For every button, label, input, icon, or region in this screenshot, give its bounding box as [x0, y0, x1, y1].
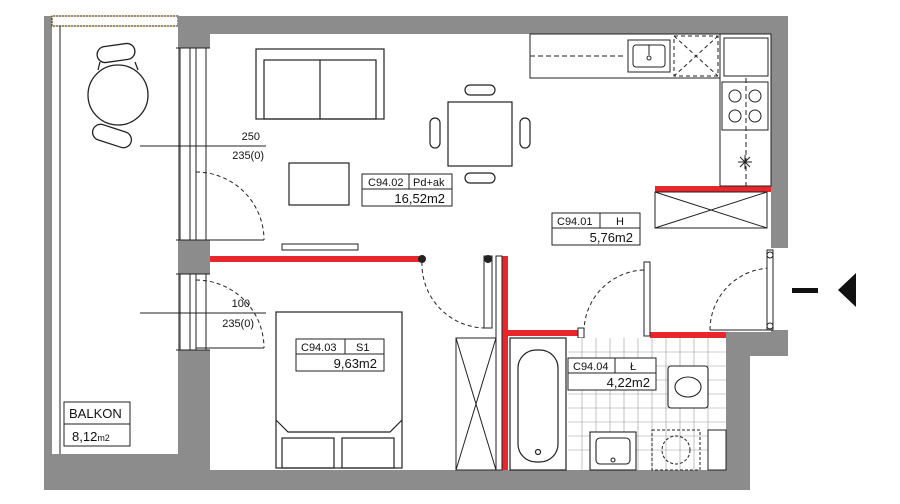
window-width: 250	[242, 131, 260, 143]
kitchen-sink-icon	[627, 39, 671, 73]
dishwasher-icon	[673, 35, 719, 77]
room-label-bedroom: C94.03 S1 9,63m2	[295, 338, 385, 372]
room-area: 4,22m2	[607, 375, 650, 390]
balcony	[44, 15, 184, 490]
cooktop-icon	[721, 81, 769, 131]
room-code: C94.02	[368, 177, 403, 189]
oven-icon	[738, 155, 752, 169]
room-type: S1	[356, 342, 369, 354]
balcony-chair-icon	[87, 42, 149, 149]
window-width: 100	[232, 298, 250, 310]
window-dimension-1: 250 235(0)	[232, 131, 264, 162]
room-code: C94.03	[301, 342, 336, 354]
balcony-label: BALKON 8,12m2	[63, 401, 131, 447]
dimension-lines	[140, 145, 266, 314]
washbasin-icon	[589, 431, 637, 471]
window-height: 235(0)	[232, 150, 264, 162]
washing-machine-icon	[651, 429, 701, 471]
door-hinge	[418, 255, 426, 263]
dining-table-icon	[429, 84, 531, 184]
entrance-arrow-icon	[792, 273, 856, 307]
room-type: Ł	[630, 361, 636, 373]
bedroom-wardrobe-icon	[455, 337, 497, 471]
window-height: 235(0)	[222, 318, 254, 330]
room-type: Pd+ak	[413, 177, 445, 189]
wardrobe-icon	[654, 191, 768, 229]
door-swings	[421, 261, 773, 333]
room-label-hall: C94.01 H 5,76m2	[551, 212, 641, 246]
room-area: 9,63m2	[334, 356, 377, 371]
coffee-table-icon	[288, 162, 350, 206]
kitchen-counter	[529, 33, 772, 187]
room-code: C94.04	[573, 361, 608, 373]
bathtub-icon	[509, 337, 567, 471]
balcony-name: BALKON	[69, 406, 122, 421]
room-label-bathroom: C94.04 Ł 4,22m2	[567, 357, 657, 391]
toilet-icon	[667, 365, 709, 409]
room-label-living: C94.02 Pd+ak 16,52m2	[361, 173, 453, 207]
outer-walls	[178, 16, 788, 490]
tv-stand-icon	[281, 243, 359, 251]
door-hinge	[484, 255, 492, 263]
partitions-red	[210, 186, 771, 470]
balcony-door-swings	[195, 171, 265, 349]
svg-text:8,12m2: 8,12m2	[72, 429, 110, 444]
window-frames	[176, 47, 210, 351]
room-code: C94.01	[557, 216, 592, 228]
fridge-icon	[723, 37, 769, 77]
entry-door	[766, 249, 774, 331]
room-area: 16,52m2	[394, 191, 445, 206]
sofa-icon	[255, 48, 385, 120]
window-dimension-2: 100 235(0)	[222, 298, 254, 330]
bed-icon	[275, 311, 403, 469]
bathroom-cabinet-icon	[707, 429, 727, 471]
room-area: 5,76m2	[590, 230, 633, 245]
balcony-area-unit: m2	[97, 433, 110, 443]
room-type: H	[616, 216, 624, 228]
balcony-area: 8,12	[72, 429, 97, 444]
